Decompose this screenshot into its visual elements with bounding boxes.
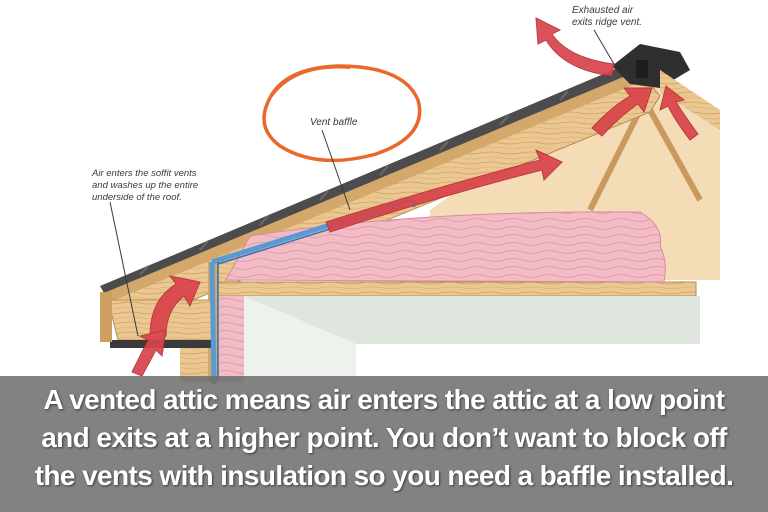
rafter-brace	[647, 108, 703, 202]
ridge-vent-opening	[636, 60, 648, 78]
soffit-label-line1: Air enters the soffit vents	[91, 168, 197, 179]
highlight-circle-stroke	[271, 66, 351, 97]
soffit-label-line3: underside of the roof.	[92, 192, 182, 203]
caption-text: A vented attic means air enters the atti…	[14, 381, 754, 495]
channel-arrow	[325, 149, 563, 233]
soffit-label-line2: and washes up the entire	[92, 180, 198, 191]
ridge-label-line1: Exhausted air	[572, 5, 634, 16]
caption-band	[0, 376, 768, 512]
ceiling-drywall	[244, 296, 700, 376]
rafter-brace	[587, 108, 643, 212]
highlight-circle	[262, 64, 422, 163]
baffle-leader-line	[321, 129, 351, 211]
caption-line-3: the vents with insulation so you need a …	[34, 460, 734, 491]
shingle-tabs	[139, 90, 569, 276]
intake-arrow-lower	[131, 329, 167, 377]
roof-rafter-right	[660, 70, 720, 130]
intake-arrow	[149, 275, 201, 337]
soffit-leader-line	[109, 201, 139, 337]
ridge-label-line2: exits ridge vent.	[572, 17, 642, 28]
fascia-board	[100, 292, 112, 342]
ceiling-joist	[215, 281, 697, 297]
roof-sheathing	[104, 68, 650, 302]
wall-insulation	[218, 296, 244, 382]
upper-arrow	[591, 87, 653, 137]
airflow-arrows	[131, 17, 699, 377]
exhaust-arrow	[535, 17, 615, 77]
caption-line-2: and exits at a higher point. You don’t w…	[41, 422, 727, 453]
ridge-leader-line	[593, 29, 615, 65]
interior-wall-corner	[244, 296, 356, 376]
baffle-label: Vent baffle	[310, 117, 358, 128]
caption-line-1: A vented attic means air enters the atti…	[43, 384, 725, 415]
right-side-arrow	[659, 85, 699, 141]
